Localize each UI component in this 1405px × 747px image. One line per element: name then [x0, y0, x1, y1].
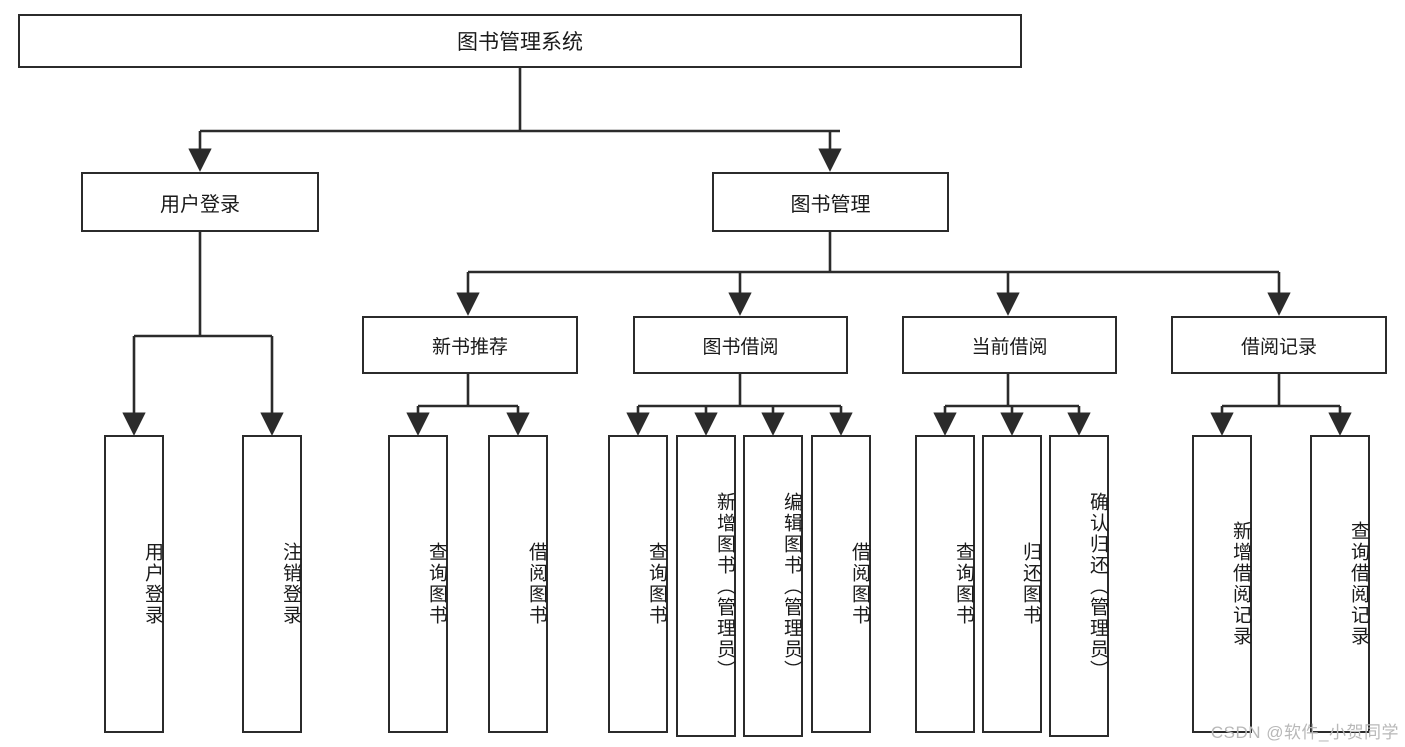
leaf-borrow-book-2-label: 借阅图书: [849, 542, 870, 626]
leaf-logout-label: 注销登录: [280, 542, 301, 626]
leaf-confirm-return-admin-label: 确认归还（管理员）: [1087, 491, 1108, 681]
leaf-borrow-book-2[interactable]: 借阅图书: [811, 435, 871, 733]
node-book-borrow[interactable]: 图书借阅: [633, 316, 848, 374]
leaf-add-book-admin[interactable]: 新增图书（管理员）: [676, 435, 736, 737]
leaf-borrow-book-1-label: 借阅图书: [526, 542, 547, 626]
leaf-query-book-1[interactable]: 查询图书: [388, 435, 448, 733]
node-book-manage[interactable]: 图书管理: [712, 172, 949, 232]
node-current-borrow-label: 当前借阅: [971, 336, 1048, 358]
leaf-edit-book-admin-label: 编辑图书（管理员）: [781, 491, 802, 681]
node-new-book-recommendation[interactable]: 新书推荐: [362, 316, 578, 374]
leaf-query-book-3[interactable]: 查询图书: [915, 435, 975, 733]
leaf-query-book-2[interactable]: 查询图书: [608, 435, 668, 733]
leaf-query-book-1-label: 查询图书: [426, 542, 447, 626]
leaf-confirm-return-admin[interactable]: 确认归还（管理员）: [1049, 435, 1109, 737]
leaf-user-login-label: 用户登录: [142, 542, 163, 626]
leaf-add-record-label: 新增借阅记录: [1230, 521, 1251, 647]
node-current-borrow[interactable]: 当前借阅: [902, 316, 1117, 374]
leaf-query-book-3-label: 查询图书: [953, 542, 974, 626]
node-new-book-recommendation-label: 新书推荐: [431, 336, 508, 358]
leaf-edit-book-admin[interactable]: 编辑图书（管理员）: [743, 435, 803, 737]
node-borrow-record-label: 借阅记录: [1240, 336, 1317, 358]
leaf-add-record[interactable]: 新增借阅记录: [1192, 435, 1252, 733]
leaf-query-record-label: 查询借阅记录: [1348, 521, 1369, 647]
node-borrow-record[interactable]: 借阅记录: [1171, 316, 1387, 374]
leaf-user-login[interactable]: 用户登录: [104, 435, 164, 733]
node-user-login-label: 用户登录: [160, 193, 240, 216]
leaf-return-book-label: 归还图书: [1020, 542, 1041, 626]
node-root[interactable]: 图书管理系统: [18, 14, 1022, 68]
node-root-label: 图书管理系统: [457, 31, 583, 54]
node-book-borrow-label: 图书借阅: [702, 336, 779, 358]
node-book-manage-label: 图书管理: [790, 193, 871, 216]
leaf-return-book[interactable]: 归还图书: [982, 435, 1042, 733]
leaf-add-book-admin-label: 新增图书（管理员）: [714, 491, 735, 681]
leaf-query-record[interactable]: 查询借阅记录: [1310, 435, 1370, 733]
watermark: CSDN @软件_小贺同学: [1210, 723, 1399, 742]
leaf-query-book-2-label: 查询图书: [646, 542, 667, 626]
leaf-logout[interactable]: 注销登录: [242, 435, 302, 733]
leaf-borrow-book-1[interactable]: 借阅图书: [488, 435, 548, 733]
node-user-login[interactable]: 用户登录: [81, 172, 319, 232]
